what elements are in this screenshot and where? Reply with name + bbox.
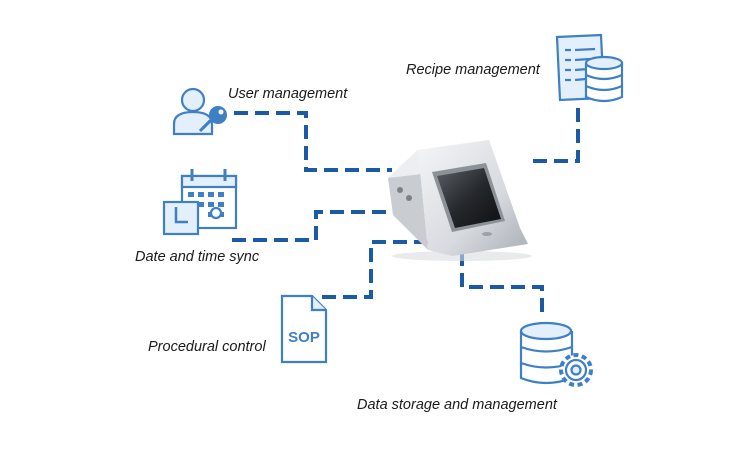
connector-recipe bbox=[527, 108, 580, 163]
label-data-storage: Data storage and management bbox=[357, 397, 557, 413]
recipe-document-database-icon bbox=[555, 33, 624, 103]
label-date-time-sync: Date and time sync bbox=[135, 249, 260, 265]
connector-data bbox=[460, 252, 544, 312]
label-user-management: User management bbox=[228, 86, 348, 102]
label-recipe-management: Recipe management bbox=[406, 62, 540, 78]
device-image bbox=[388, 140, 532, 261]
connectors bbox=[232, 108, 580, 312]
connector-date bbox=[232, 210, 395, 242]
label-procedural-control: Procedural control bbox=[148, 339, 266, 355]
sop-document-icon: SOP bbox=[280, 294, 328, 364]
calendar-clock-icon bbox=[162, 169, 238, 236]
connector-procedural bbox=[322, 240, 432, 299]
user-key-icon bbox=[172, 87, 227, 136]
connector-user bbox=[234, 111, 392, 172]
database-gear-icon bbox=[519, 321, 593, 387]
sop-label: SOP bbox=[288, 329, 320, 346]
